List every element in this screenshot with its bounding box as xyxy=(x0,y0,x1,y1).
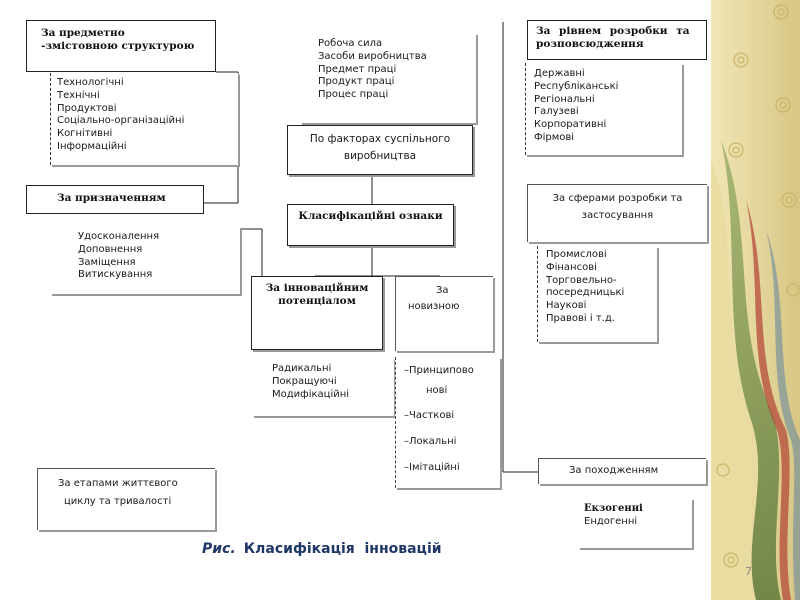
list-item: Соціально-організаційні xyxy=(57,115,185,127)
factors-title: По факторах суспільного виробництва xyxy=(309,133,451,162)
list-item: Державні xyxy=(534,68,585,79)
list-item: Засоби виробництва xyxy=(318,50,427,62)
origin-title-box: За походженням xyxy=(538,458,706,484)
list-item: –Принципово xyxy=(404,365,474,376)
novelty-title-line2: новизною xyxy=(408,301,460,312)
spheres-list: Промислові Фінансові Торговельно- посере… xyxy=(546,249,657,326)
list-item: посередницькі xyxy=(546,287,625,299)
development-level-title-box: За рівнем розробки та розповсюдження xyxy=(527,20,707,60)
list-item: Заміщення xyxy=(78,256,136,268)
list-item: Радикальні xyxy=(272,363,332,374)
list-item: Когнітивні xyxy=(57,128,113,140)
development-level-list: Державні Республіканські Регіональні Гал… xyxy=(534,68,682,145)
subject-structure-title-line1: За предметно xyxy=(41,27,125,39)
page-number: 7 xyxy=(745,565,752,578)
decorative-side-pattern xyxy=(711,0,800,600)
subject-structure-title-box: За предметно -змістовною структурою xyxy=(26,20,216,72)
potential-list-box: Радикальні Покращуючі Модифікаційні xyxy=(252,358,394,416)
list-item: Ендогенні xyxy=(584,516,638,527)
list-item: Правові і т.д. xyxy=(546,312,615,324)
list-item: Продукт праці xyxy=(318,76,395,88)
list-item: Технічні xyxy=(57,89,100,101)
list-item: –Локальні xyxy=(404,436,457,447)
central-node-box: Класифікаційні ознаки xyxy=(287,204,454,246)
factors-list-box: Робоча сила Засоби виробництва Предмет п… xyxy=(300,33,476,123)
subject-structure-title-line2: -змістовною структурою xyxy=(41,40,195,52)
lifecycle-box: За етапами життєвого циклу та тривалості xyxy=(37,468,215,530)
purpose-title: За призначенням xyxy=(57,192,166,204)
list-item: нові xyxy=(426,385,448,396)
list-item: Регіональні xyxy=(534,93,595,105)
list-item: Предмет праці xyxy=(318,63,397,75)
potential-title: За інноваційним потенціалом xyxy=(265,282,369,307)
central-node-title: Класифікаційні ознаки xyxy=(298,210,443,222)
development-level-title: За рівнем розробки та розповсюдження xyxy=(536,25,690,50)
purpose-title-box: За призначенням xyxy=(26,185,204,214)
purpose-list: Удосконалення Доповнення Заміщення Витис… xyxy=(78,231,240,282)
factors-list: Робоча сила Засоби виробництва Предмет п… xyxy=(318,38,476,102)
list-item: Фірмові xyxy=(534,131,575,143)
list-item: Робоча сила xyxy=(318,38,383,49)
list-item: Республіканські xyxy=(534,80,619,92)
list-item: Інформаційні xyxy=(57,140,127,152)
origin-title: За походженням xyxy=(569,465,659,476)
origin-list-box: Екзогенні Ендогенні xyxy=(578,498,692,548)
list-item: Фінансові xyxy=(546,261,597,273)
list-item: Покращуючі xyxy=(272,375,337,387)
subject-structure-list-box: Технологічні Технічні Продуктові Соціаль… xyxy=(50,73,238,165)
lifecycle-title-line1: За етапами життєвого xyxy=(58,478,178,489)
figure-caption: Рис. Класифікація інновацій xyxy=(202,541,442,557)
list-item: Продуктові xyxy=(57,102,117,114)
novelty-list-box: –Принципово нові –Часткові –Локальні –Ім… xyxy=(395,357,500,488)
list-item: Технологічні xyxy=(57,77,124,88)
list-item: Удосконалення xyxy=(78,231,160,242)
caption-prefix: Рис. xyxy=(202,541,236,557)
potential-title-box: За інноваційним потенціалом xyxy=(251,276,383,350)
novelty-title-line1: За xyxy=(436,285,449,296)
caption-text: Класифікація інновацій xyxy=(243,541,442,557)
purpose-list-box: Удосконалення Доповнення Заміщення Витис… xyxy=(50,226,240,294)
spheres-title: За сферами розробки та застосування xyxy=(552,193,683,221)
list-item: Торговельно- xyxy=(546,274,617,286)
list-item: Модифікаційні xyxy=(272,388,350,400)
subject-structure-list: Технологічні Технічні Продуктові Соціаль… xyxy=(57,77,238,154)
factors-title-box: По факторах суспільного виробництва xyxy=(287,125,473,175)
lifecycle-title-line2: циклу та тривалості xyxy=(64,496,172,507)
development-level-list-box: Державні Республіканські Регіональні Гал… xyxy=(525,63,682,155)
list-item: Наукові xyxy=(546,300,587,312)
list-item: Процес праці xyxy=(318,89,389,101)
spheres-list-box: Промислові Фінансові Торговельно- посере… xyxy=(537,246,657,342)
novelty-title-box: За новизною xyxy=(395,276,493,351)
list-item: Корпоративні xyxy=(534,119,607,131)
list-item: Екзогенні xyxy=(584,503,643,514)
potential-list: Радикальні Покращуючі Модифікаційні xyxy=(272,363,394,401)
list-item: Доповнення xyxy=(78,243,143,255)
list-item: Галузеві xyxy=(534,106,579,118)
list-item: –Імітаційні xyxy=(404,462,460,473)
list-item: Витискування xyxy=(78,269,153,281)
spheres-title-box: За сферами розробки та застосування xyxy=(527,184,707,242)
list-item: –Часткові xyxy=(404,410,455,421)
list-item: Промислові xyxy=(546,249,607,260)
